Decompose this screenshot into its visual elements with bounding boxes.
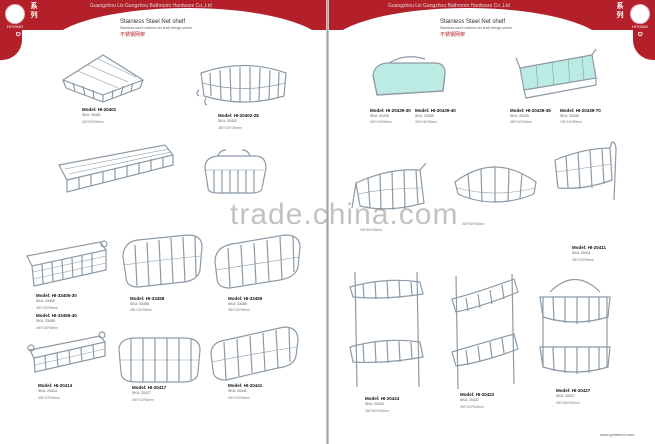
left-side-char: D bbox=[14, 32, 20, 39]
wire-basket-image bbox=[210, 232, 305, 292]
long-wire-basket-image bbox=[55, 140, 180, 195]
product-model: Model: HI-20411 bbox=[572, 245, 607, 250]
product-dimensions: 400*130*80mm bbox=[36, 326, 58, 330]
corner-wire-basket-image bbox=[58, 50, 148, 110]
left-vertical-text: 系列 bbox=[30, 2, 37, 20]
product-model: Model: HI-20441 bbox=[228, 383, 263, 388]
watermark: trade.china.com bbox=[230, 198, 459, 231]
product-dimensions: 300*110*60mm bbox=[38, 396, 60, 400]
wire-basket-image bbox=[118, 232, 206, 292]
product-model: Model: HI-20402-28 bbox=[218, 113, 259, 118]
product-sku: SKU: 33455 bbox=[36, 319, 55, 323]
product-dimensions: 300*300*640mm bbox=[365, 409, 389, 413]
product-model: Model: HI-20417 bbox=[132, 385, 167, 390]
product-model: Model: HI-33455-40 bbox=[36, 313, 77, 318]
product-model: Model: HI-20427 bbox=[556, 388, 591, 393]
product-dimensions: 300*140*80mm bbox=[370, 120, 392, 124]
product-dimensions: 300*110*60mm bbox=[228, 396, 250, 400]
product-model: Model: HI-20414 bbox=[38, 383, 73, 388]
product-model: Model: HI-20401 bbox=[82, 107, 117, 112]
product-model: Model: HI-20439-70 bbox=[560, 108, 601, 113]
right-section-title: Stainless Steel Net shelf bbox=[440, 19, 506, 25]
product-model: Model: HI-20439-35 bbox=[510, 108, 551, 113]
wire-basket-image bbox=[25, 328, 110, 378]
two-tier-wire-rack-image bbox=[535, 272, 615, 382]
product-dimensions: 320*320*90mm bbox=[82, 120, 104, 124]
glass-shelf-image bbox=[365, 55, 450, 105]
rectangular-wire-basket-image bbox=[196, 58, 292, 113]
left-section-subtitle: Stainless steel material net shelf desig… bbox=[120, 26, 192, 30]
right-brand-name: HITOMO bbox=[632, 24, 648, 29]
product-dimensions: 300*110*60mm bbox=[132, 398, 154, 402]
oval-wire-basket-image bbox=[114, 330, 204, 388]
product-dimensions: 300*130*640mm bbox=[460, 405, 484, 409]
product-sku: SKU: 20439 bbox=[560, 114, 579, 118]
right-side-char: D bbox=[636, 32, 642, 39]
product-sku: SKU: 20401 bbox=[82, 113, 101, 117]
left-section-title-cn: 不锈钢网架 bbox=[120, 32, 146, 38]
right-section-title-cn: 不锈钢网架 bbox=[440, 32, 466, 38]
product-sku: SKU: 20411 bbox=[572, 251, 591, 255]
product-dimensions: 300*300*80mm bbox=[360, 228, 382, 232]
product-dimensions: 700*140*80mm bbox=[560, 120, 582, 124]
left-section-title: Stainless Steel Net shelf bbox=[120, 19, 186, 25]
product-sku: SKU: 33455 bbox=[228, 302, 247, 306]
left-corner bbox=[0, 30, 22, 60]
two-tier-wire-rack-image bbox=[444, 273, 524, 394]
product-sku: SKU: 33458 bbox=[130, 302, 149, 306]
product-dimensions: 350*130*80mm bbox=[130, 308, 152, 312]
product-sku: SKU: 20402 bbox=[218, 119, 237, 123]
product-model: Model: HI-33458 bbox=[130, 296, 165, 301]
wire-basket-image bbox=[206, 322, 301, 384]
product-sku: SKU: 20424 bbox=[365, 402, 384, 406]
right-brand-logo bbox=[630, 4, 650, 24]
two-tier-wire-rack-image bbox=[345, 271, 430, 392]
product-dimensions: 300*180*500mm bbox=[556, 401, 580, 405]
product-model: Model: HI-20439-30 bbox=[370, 108, 411, 113]
product-dimensions: 300*130*80mm bbox=[36, 306, 58, 310]
left-company-name: Guangzhou Lis Gangzhou Bathroom Hardware… bbox=[90, 3, 212, 9]
product-dimensions: 350*130*80mm bbox=[228, 308, 250, 312]
right-section-subtitle: Stainless steel material net shelf desig… bbox=[440, 26, 512, 30]
product-model: Model: HI-33455 bbox=[228, 296, 263, 301]
product-sku: SKU: 20441 bbox=[228, 389, 247, 393]
product-sku: SKU: 33405 bbox=[36, 299, 55, 303]
wire-basket-image bbox=[550, 140, 620, 240]
product-dimensions: 260*120*80mm bbox=[572, 258, 594, 262]
product-dimensions: 300*100*80mm bbox=[462, 222, 484, 226]
left-brand-name: HITOMO bbox=[7, 24, 23, 29]
product-sku: SKU: 20427 bbox=[556, 394, 575, 398]
product-dimensions: 280*140*100mm bbox=[218, 126, 242, 130]
page-gutter bbox=[326, 0, 329, 444]
product-dimensions: 400*140*80mm bbox=[415, 120, 437, 124]
right-vertical-text: 系列 bbox=[616, 2, 623, 20]
right-corner bbox=[633, 30, 655, 60]
product-sku: SKU: 20439 bbox=[510, 114, 529, 118]
right-page-footer: www.gzhitomo.com bbox=[600, 432, 635, 437]
right-company-name: Guangzhou Lis Gangzhou Bathroom Hardware… bbox=[388, 3, 510, 9]
corner-wire-basket-image bbox=[348, 158, 433, 223]
product-sku: SKU: 20439 bbox=[415, 114, 434, 118]
product-sku: SKU: 20422 bbox=[460, 398, 479, 402]
wire-basket-image bbox=[22, 238, 112, 290]
product-model: Model: HI-20424 bbox=[365, 396, 400, 401]
product-dimensions: 350*140*80mm bbox=[510, 120, 532, 124]
product-model: Model: HI-20439-40 bbox=[415, 108, 456, 113]
oval-wire-basket-image bbox=[200, 148, 270, 198]
product-sku: SKU: 20439 bbox=[370, 114, 389, 118]
wire-basket-image bbox=[450, 162, 542, 212]
product-model: Model: HI-33405-30 bbox=[36, 293, 77, 298]
product-sku: SKU: 20417 bbox=[132, 391, 151, 395]
left-brand-logo bbox=[5, 4, 25, 24]
product-sku: SKU: 20414 bbox=[38, 389, 57, 393]
glass-shelf-image bbox=[512, 48, 602, 105]
product-model: Model: HI-20422 bbox=[460, 392, 495, 397]
